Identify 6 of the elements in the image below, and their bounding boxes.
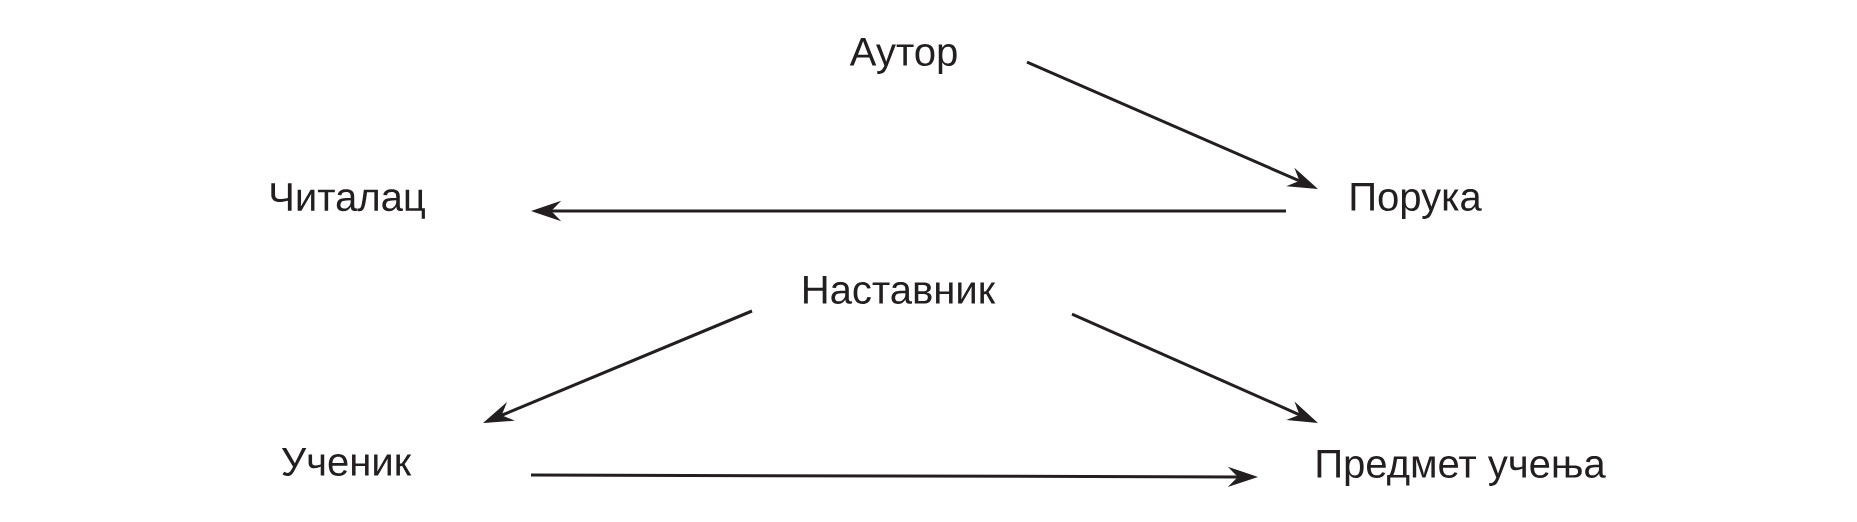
node-label: Порука: [1351, 183, 1482, 219]
node-label: Читалац: [271, 183, 425, 219]
node-label: Наставник: [804, 276, 996, 304]
node-label: Ученик: [281, 448, 412, 476]
node-label: Аутор: [849, 38, 957, 74]
node-label: Предмет учења: [1317, 450, 1606, 486]
